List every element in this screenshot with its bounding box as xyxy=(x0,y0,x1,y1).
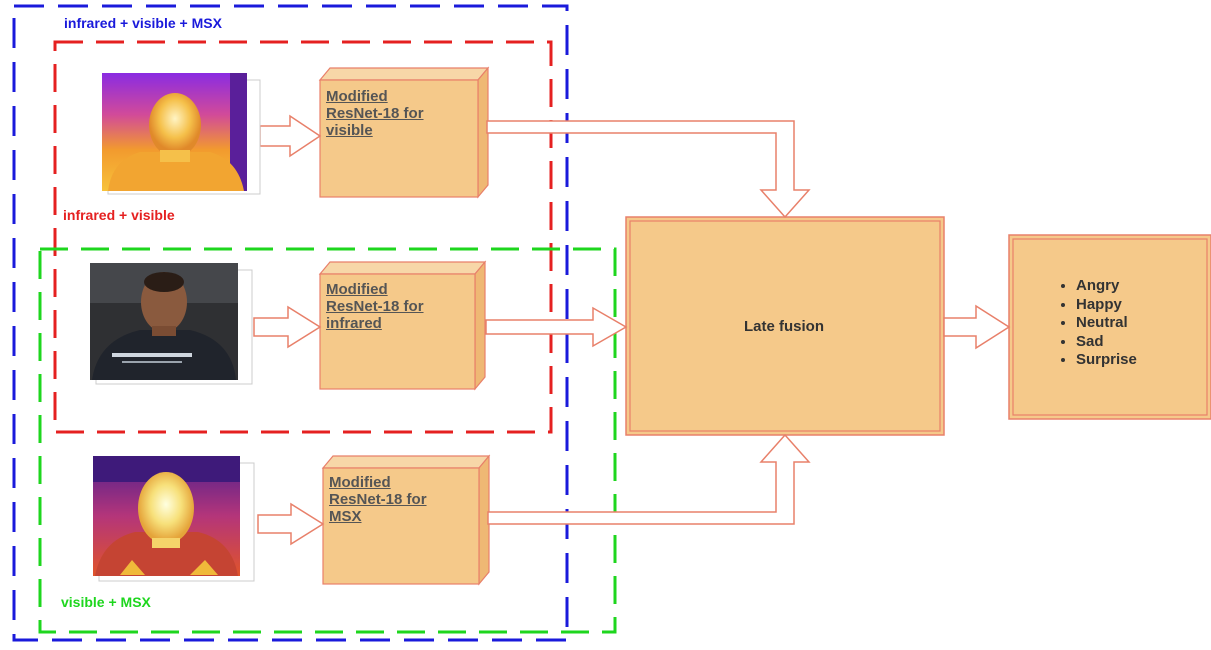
model-label-visible-line3: visible xyxy=(326,122,424,139)
late-fusion-label: Late fusion xyxy=(628,318,940,335)
model-label-msx: Modified ResNet-18 for MSX xyxy=(329,474,427,525)
emotion-item-neutral: Neutral xyxy=(1076,314,1137,333)
model-label-infrared-line2: ResNet-18 for xyxy=(326,298,424,315)
model-label-msx-line1: Modified xyxy=(329,474,427,491)
model-label-infrared-line1: Modified xyxy=(326,281,424,298)
arrow-infrared-image-to-model xyxy=(254,307,320,347)
model-label-visible-line2: ResNet-18 for xyxy=(326,105,424,122)
arrow-fusion-to-output xyxy=(944,306,1009,348)
infrared-face-image xyxy=(102,73,260,194)
emotion-item-happy: Happy xyxy=(1076,296,1137,315)
emotion-item-angry: Angry xyxy=(1076,277,1137,296)
emotion-item-sad: Sad xyxy=(1076,333,1137,352)
model-label-msx-line3: MSX xyxy=(329,508,427,525)
group-label-visible-msx: visible + MSX xyxy=(61,594,151,610)
emotion-list: Angry Happy Neutral Sad Surprise xyxy=(1052,277,1137,370)
msx-face-image xyxy=(93,456,254,581)
model-label-visible: Modified ResNet-18 for visible xyxy=(326,88,424,139)
model-label-visible-line1: Modified xyxy=(326,88,424,105)
arrow-msx-image-to-model xyxy=(258,504,323,544)
emotion-item-surprise: Surprise xyxy=(1076,351,1137,370)
arrow-infrared-model-to-fusion xyxy=(486,308,626,346)
group-label-infrared-visible: infrared + visible xyxy=(63,207,175,223)
visible-face-image xyxy=(90,263,252,384)
model-label-infrared-line3: infrared xyxy=(326,315,424,332)
arrow-visible-image-to-model xyxy=(260,116,320,156)
arrow-visible-model-to-fusion xyxy=(487,121,809,217)
model-label-msx-line2: ResNet-18 for xyxy=(329,491,427,508)
group-label-all: infrared + visible + MSX xyxy=(64,15,222,31)
model-label-infrared: Modified ResNet-18 for infrared xyxy=(326,281,424,332)
arrow-msx-model-to-fusion xyxy=(488,435,809,524)
